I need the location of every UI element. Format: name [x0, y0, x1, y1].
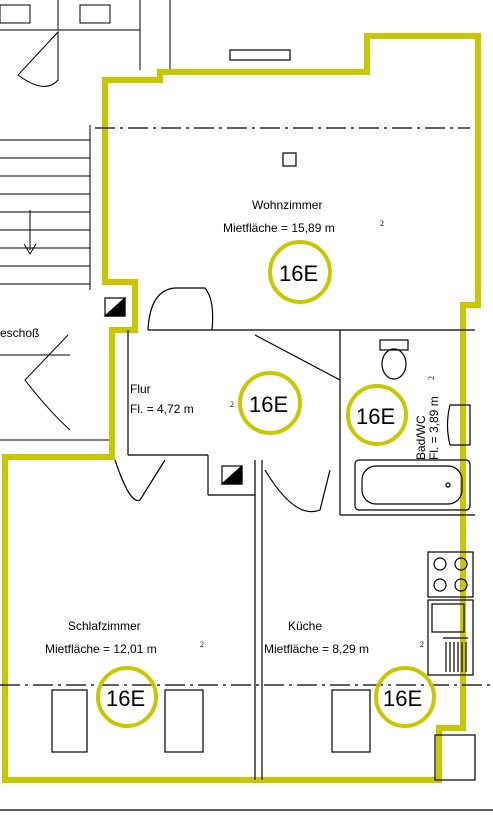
- room-name-bad: Bad/WC: [414, 415, 428, 460]
- window-kueche: [331, 689, 371, 753]
- room-area-kueche: Mietfläche = 8,29 m: [264, 642, 369, 656]
- toilet-tank: [379, 339, 409, 351]
- room-area-sup-bad: 2: [427, 376, 436, 380]
- window-schlaf-2: [164, 689, 204, 753]
- fixtures: [103, 296, 476, 781]
- stair-label: eschoß: [0, 326, 39, 340]
- door-swing-schlaf: [114, 459, 166, 502]
- sliding-door: [254, 334, 341, 381]
- room-area-bad: Fl. = 3,89 m: [427, 396, 441, 460]
- door-swing-left: [24, 334, 71, 431]
- room-area-sup-kueche: 2: [420, 640, 424, 649]
- room-name-flur: Flur: [130, 382, 151, 396]
- stairwell: [0, 0, 171, 441]
- unit-marker-wohnzimmer: [268, 240, 332, 304]
- window-schlaf-1: [51, 689, 88, 753]
- unit-outline: [2, 33, 481, 783]
- bathroom-sink: [446, 404, 471, 446]
- kitchen-sink: [427, 599, 474, 676]
- window-wohnzimmer: [229, 49, 291, 61]
- unit-marker-kueche: [374, 666, 436, 728]
- door-swing-stair: [17, 30, 59, 87]
- room-name-schlafzimmer: Schlafzimmer: [68, 619, 141, 633]
- unit-marker-schlafzimmer: [96, 666, 158, 728]
- window-top-left-2: [79, 4, 111, 24]
- room-area-schlafzimmer: Mietfläche = 12,01 m: [45, 642, 157, 656]
- unit-label-bad: 16E: [356, 404, 395, 429]
- unit-label-wohnzimmer: 16E: [279, 261, 318, 286]
- unit-label-kueche: 16E: [383, 686, 422, 711]
- room-name-kueche: Küche: [288, 619, 322, 633]
- stove: [427, 551, 474, 598]
- room-name-wohnzimmer: Wohnzimmer: [252, 198, 322, 212]
- room-area-flur: Fl. = 4,72 m: [130, 402, 194, 416]
- door-swing-wohn: [147, 287, 214, 331]
- chimney-square: [282, 152, 297, 167]
- door-swing-kueche: [264, 469, 331, 513]
- room-area-sup-schlafzimmer: 2: [200, 640, 204, 649]
- room-area-wohnzimmer: Mietfläche = 15,89 m: [223, 221, 335, 235]
- room-area-sup-wohnzimmer: 2: [380, 219, 384, 228]
- interior-walls: [0, 49, 493, 811]
- unit-label-schlafzimmer: 16E: [106, 686, 145, 711]
- stair-arrow-head: [23, 243, 37, 255]
- window-top-left: [0, 4, 31, 24]
- room-area-sup-flur: 2: [230, 400, 234, 409]
- unit-marker-bad: [346, 384, 408, 446]
- bathtub: [354, 459, 471, 511]
- corner-box: [434, 734, 476, 781]
- unit-marker-flur: [238, 371, 302, 435]
- toilet-bowl: [381, 348, 407, 380]
- unit-label-flur: 16E: [249, 392, 288, 417]
